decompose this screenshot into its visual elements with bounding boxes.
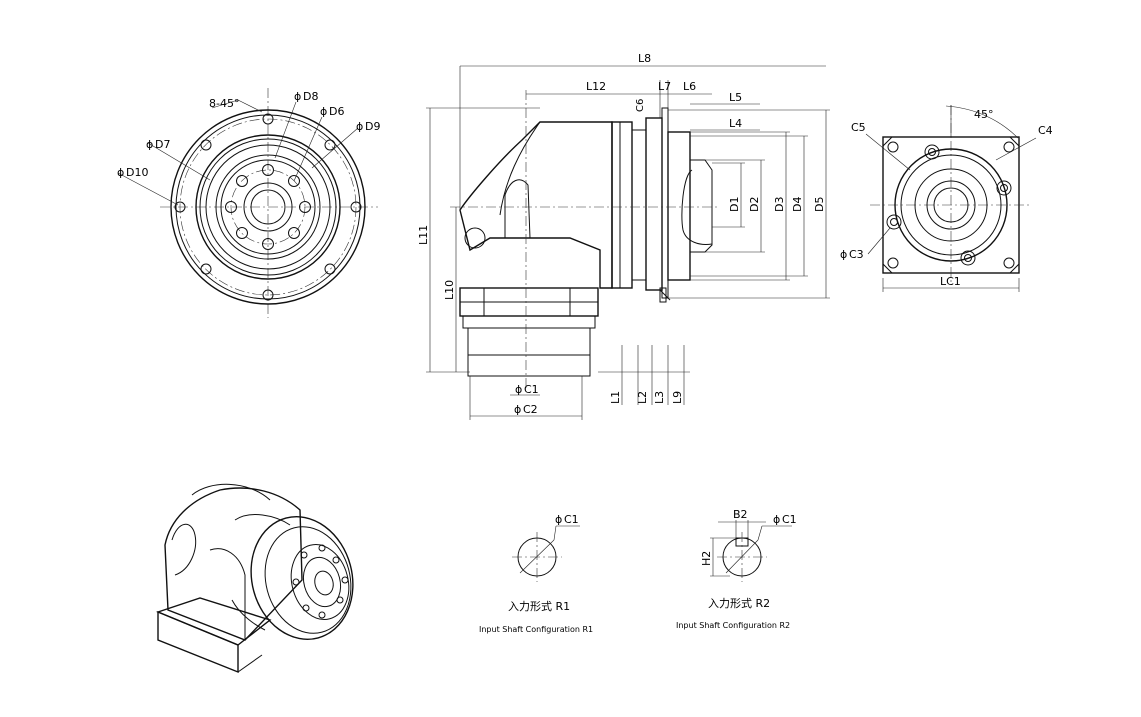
phi-symbol: ϕ bbox=[773, 513, 780, 526]
phi-symbol: ϕ bbox=[117, 166, 124, 179]
dim-L9: L9 bbox=[671, 391, 684, 404]
r2-caption-en: Input Shaft Configuration R2 bbox=[676, 621, 790, 630]
r1-caption-en: Input Shaft Configuration R1 bbox=[479, 625, 593, 634]
dim-L2: L2 bbox=[636, 391, 649, 404]
dim-D6: D6 bbox=[329, 105, 344, 118]
r1-caption-cn: 入力形式 R1 bbox=[508, 600, 570, 613]
r2-dim-C1: C1 bbox=[782, 513, 797, 526]
dim-D1: D1 bbox=[728, 197, 741, 212]
dim-L4: L4 bbox=[729, 117, 742, 130]
dim-angle: 45° bbox=[974, 108, 994, 121]
side-view: L8 L12 L7 L6 L5 L4 C6 D1 D2 D bbox=[417, 52, 830, 420]
dim-L10: L10 bbox=[443, 280, 456, 300]
holes-label: 8-45° bbox=[209, 97, 239, 110]
dim-C1: C1 bbox=[524, 383, 539, 396]
dim-L5: L5 bbox=[729, 91, 742, 104]
dim-L1: L1 bbox=[609, 391, 622, 404]
dim-D2: D2 bbox=[748, 197, 761, 212]
dim-D9: D9 bbox=[365, 120, 380, 133]
dim-LC1: LC1 bbox=[940, 275, 961, 288]
flange-view: 45° C5 C4 ϕ C3 LC1 bbox=[840, 105, 1053, 292]
dim-D4: D4 bbox=[791, 197, 804, 212]
dim-C5: C5 bbox=[851, 121, 866, 134]
phi-symbol: ϕ bbox=[356, 120, 363, 133]
phi-symbol: ϕ bbox=[146, 138, 153, 151]
r2-dim-H2: H2 bbox=[700, 551, 713, 566]
phi-symbol: ϕ bbox=[320, 105, 327, 118]
shaft-r1-view: ϕ C1 入力形式 R1 Input Shaft Configuration R… bbox=[479, 513, 593, 634]
front-view: 8-45° ϕ D8 ϕ D6 ϕ D9 ϕ D7 ϕ D10 bbox=[117, 88, 380, 318]
shaft-r2-view: B2 ϕ C1 H2 入力形式 R2 Input Shaft Configura… bbox=[676, 508, 797, 630]
dim-L3: L3 bbox=[653, 391, 666, 404]
phi-symbol: ϕ bbox=[840, 248, 847, 261]
dim-L7: L7 bbox=[658, 80, 671, 93]
dim-C2: C2 bbox=[523, 403, 538, 416]
phi-symbol: ϕ bbox=[294, 90, 301, 103]
r2-caption-cn: 入力形式 R2 bbox=[708, 597, 770, 610]
dim-C3: C3 bbox=[849, 248, 864, 261]
dim-L6: L6 bbox=[683, 80, 696, 93]
r1-dim-C1: C1 bbox=[564, 513, 579, 526]
dim-D10: D10 bbox=[126, 166, 148, 179]
dim-D3: D3 bbox=[773, 197, 786, 212]
r2-dim-B2: B2 bbox=[733, 508, 748, 521]
dim-L8: L8 bbox=[638, 52, 651, 65]
dim-D7: D7 bbox=[155, 138, 170, 151]
dim-D5: D5 bbox=[813, 197, 826, 212]
dim-L12: L12 bbox=[586, 80, 606, 93]
dim-C6: C6 bbox=[635, 99, 646, 112]
phi-symbol: ϕ bbox=[515, 383, 522, 396]
phi-symbol: ϕ bbox=[555, 513, 562, 526]
dim-L11: L11 bbox=[417, 225, 430, 245]
isometric-view bbox=[155, 483, 354, 674]
phi-symbol: ϕ bbox=[514, 403, 521, 416]
dim-D8: D8 bbox=[303, 90, 318, 103]
dim-C4: C4 bbox=[1038, 124, 1053, 137]
